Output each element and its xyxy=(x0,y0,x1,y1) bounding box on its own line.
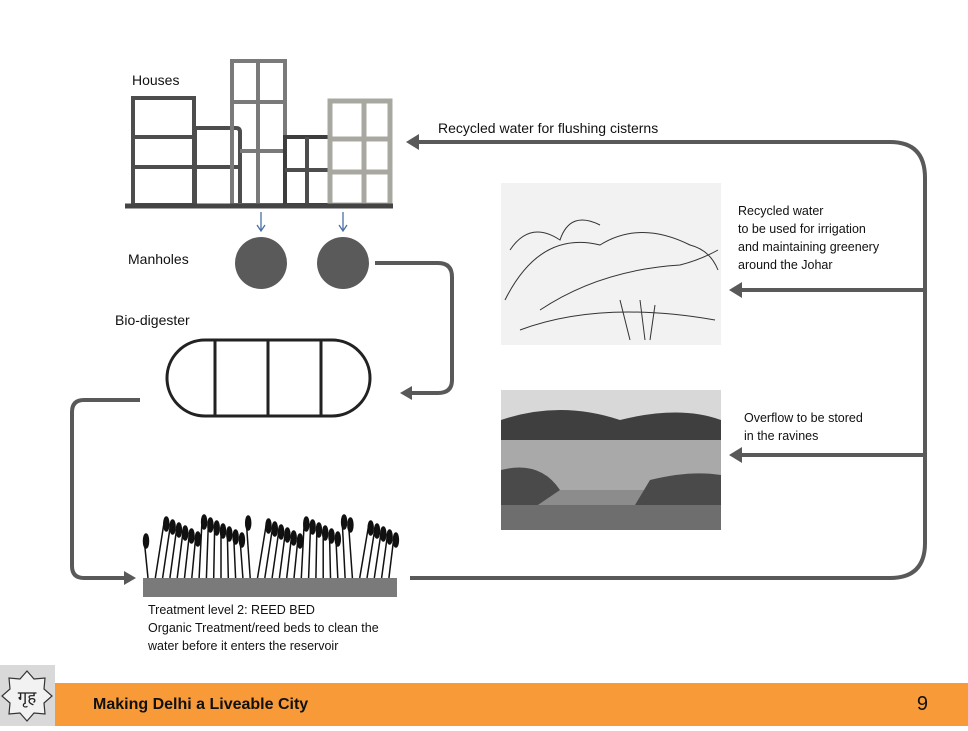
houses-illustration xyxy=(125,59,393,209)
reed-bed-line: water before it enters the reservoir xyxy=(148,639,339,653)
overflow-line: in the ravines xyxy=(744,429,819,443)
footer-title: Making Delhi a Liveable City xyxy=(93,696,309,713)
reed-plume xyxy=(380,526,387,542)
reed-plume xyxy=(386,529,393,545)
irrigation-text: Recycled water to be used for irrigation… xyxy=(738,202,879,274)
reed-plume xyxy=(334,531,342,547)
irrigation-line: Recycled water xyxy=(738,204,824,218)
reed-plume xyxy=(213,520,220,536)
reed-plume xyxy=(347,517,354,533)
landscape-sketch-image xyxy=(501,183,721,345)
reed-plume xyxy=(315,522,323,538)
reed-plume xyxy=(238,532,246,548)
bio-digester-shape xyxy=(165,338,372,418)
reed-plume xyxy=(265,518,272,534)
reed-plume xyxy=(175,522,183,538)
ravine-pond-photo xyxy=(501,390,721,530)
reed-plume xyxy=(219,523,227,539)
reed xyxy=(161,523,172,579)
houses-label: Houses xyxy=(132,72,180,88)
flow-lines xyxy=(70,140,927,580)
reed-plume xyxy=(232,529,239,545)
reed-plume xyxy=(244,515,252,531)
reed-plume xyxy=(367,520,374,536)
irrigation-line: and maintaining greenery xyxy=(738,240,880,254)
reed-plume xyxy=(321,525,329,541)
reed xyxy=(198,518,203,579)
reed-plume xyxy=(303,516,310,532)
reed-plume xyxy=(271,521,279,537)
reed-plume xyxy=(373,523,381,539)
reed-plume xyxy=(392,532,400,548)
reed-plume xyxy=(163,516,170,532)
logo: गृह xyxy=(0,665,55,726)
reed-plume xyxy=(181,525,189,541)
reed xyxy=(264,525,274,579)
reed-plume xyxy=(142,533,150,549)
page-number: 9 xyxy=(916,693,928,715)
arrow-heads xyxy=(124,134,742,585)
reed-plume xyxy=(340,514,348,530)
reed-plume xyxy=(200,514,208,530)
overflow-text: Overflow to be stored in the ravines xyxy=(744,409,863,445)
reed-plume xyxy=(188,528,195,544)
logo-icon: गृह xyxy=(1,670,53,722)
manhole-2 xyxy=(317,237,369,289)
irrigation-line: around the Johar xyxy=(738,258,833,272)
reed-bed-text: Treatment level 2: REED BED Organic Trea… xyxy=(148,601,379,655)
reed-plume xyxy=(169,519,176,535)
reed xyxy=(169,526,178,579)
svg-text:गृह: गृह xyxy=(18,688,38,708)
reed xyxy=(358,524,370,579)
recycled-flushing-label: Recycled water for flushing cisterns xyxy=(438,120,659,136)
reed-plume xyxy=(309,519,316,535)
reed-plume xyxy=(194,531,202,547)
reed-plume xyxy=(277,524,285,540)
down-arrows xyxy=(256,212,348,233)
footer-bar: Making Delhi a Liveable City 9 xyxy=(55,683,968,726)
irrigation-line: to be used for irrigation xyxy=(738,222,866,236)
reed-plume xyxy=(207,517,214,533)
bio-digester-label: Bio-digester xyxy=(115,312,190,328)
reed-bed-line: Organic Treatment/reed beds to clean the xyxy=(148,621,379,635)
reed xyxy=(256,522,268,579)
manholes-label: Manholes xyxy=(128,251,189,267)
reed-plume xyxy=(296,533,304,549)
manhole-1 xyxy=(235,237,287,289)
reed-plume xyxy=(284,527,291,543)
reed-bed-illustration xyxy=(142,514,400,597)
reed-plume xyxy=(328,528,335,544)
overflow-line: Overflow to be stored xyxy=(744,411,863,425)
reed-plume xyxy=(226,526,233,542)
reed-bed-line: Treatment level 2: REED BED xyxy=(148,603,315,617)
reed xyxy=(154,520,166,579)
reed-plume xyxy=(290,530,297,546)
